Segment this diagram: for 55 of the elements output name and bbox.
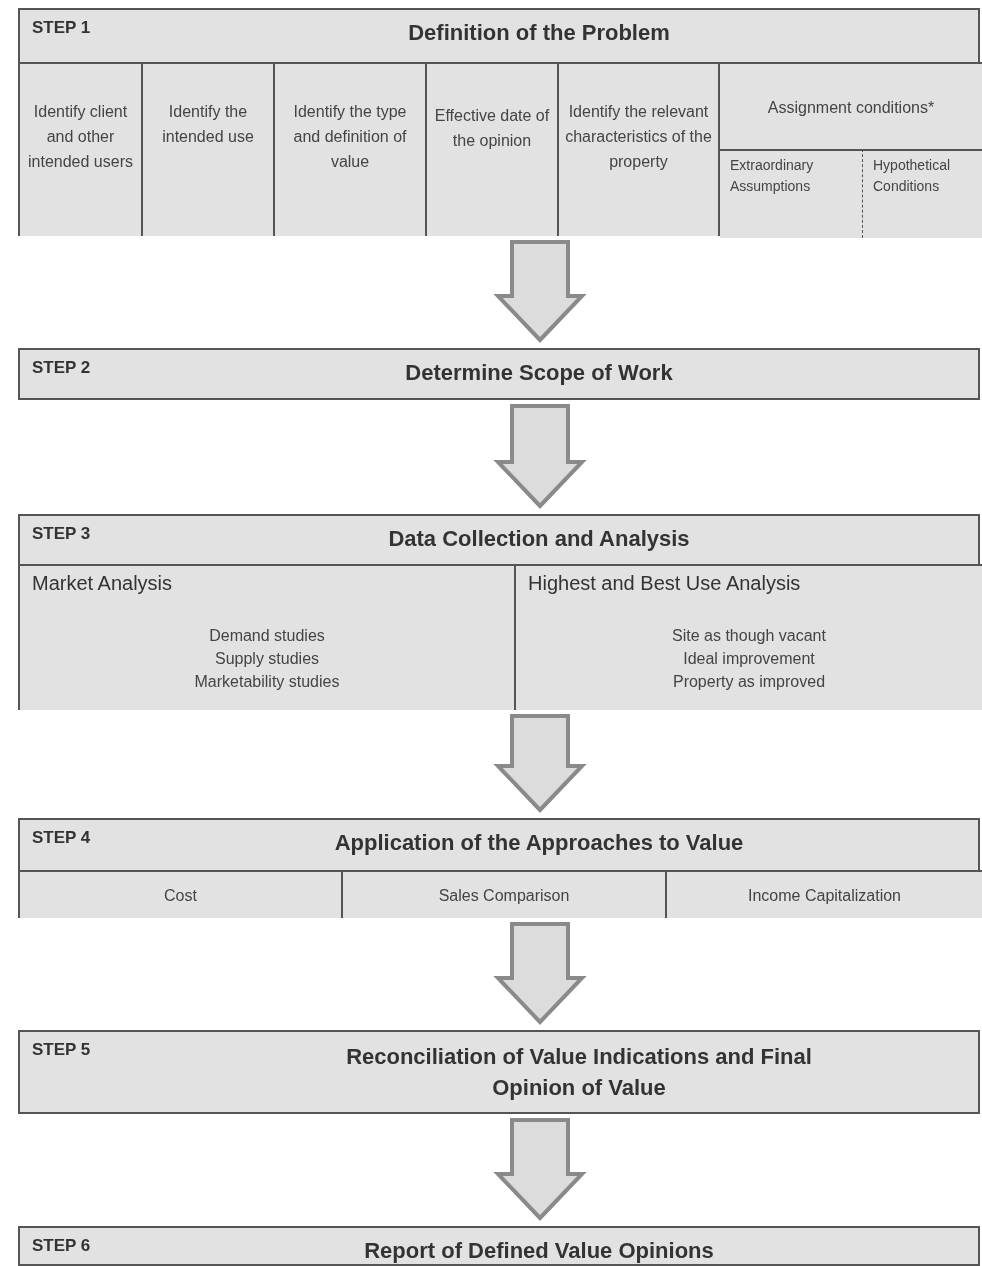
cell-text: Hypothetical Conditions [873,156,952,196]
panel-heading: Highest and Best Use Analysis [528,572,801,595]
block-arrow [493,404,587,509]
list-item: Property as improved [671,672,827,692]
step-label: STEP 3 [32,524,91,544]
block-arrow [493,714,587,813]
table-cell [141,62,273,236]
cell-text: Assignment conditions* [766,98,936,118]
cell-text: Extraordinary Assumptions [730,156,815,196]
cell-text: Identify client and other intended users [27,102,134,172]
step-title: Determine Scope of Work [404,360,674,386]
table-cell [425,62,557,236]
block-arrow [493,1118,587,1221]
table-cell [720,149,862,238]
step-label: STEP 6 [32,1236,91,1256]
list-item: Demand studies [208,626,326,646]
table-cell [665,870,982,918]
cell-text: Income Capitalization [747,886,902,906]
table-cell [273,62,425,236]
table-cell [862,149,982,238]
cell-text: Cost [163,886,198,906]
cell-text: Identify the intended use [161,102,255,147]
table-cell [20,870,341,918]
panel [514,564,982,710]
step-box [18,1030,980,1114]
cell-text: Identify the relevant characteristics of the property [564,102,713,172]
step-label: STEP 5 [32,1040,91,1060]
step-box [18,1226,980,1266]
step-box [18,514,980,710]
table-cell [341,870,665,918]
table-cell [20,62,141,236]
cell-text: Identify the type and definition of value [292,102,408,172]
step-title: Data Collection and Analysis [387,526,691,552]
table-cell [557,62,718,236]
list-item: Supply studies [213,649,321,669]
step-box [18,348,980,400]
step-title: Report of Defined Value Opinions [363,1238,715,1264]
step-title: Definition of the Problem [407,20,671,46]
step-box [18,818,980,918]
step-label: STEP 4 [32,828,91,848]
step-box [18,8,980,236]
cell-text: Effective date of the opinion [433,106,551,151]
block-arrow [493,922,587,1025]
list-item: Site as though vacant [671,626,827,646]
step-label: STEP 2 [32,358,91,378]
panel [20,564,514,710]
panel-heading: Market Analysis [32,572,173,595]
cell-text: Sales Comparison [437,886,571,906]
list-item: Ideal improvement [682,649,816,669]
list-item: Marketability studies [193,672,341,692]
step-title: Reconciliation of Value Indications and Final Opinion of Value [345,1043,813,1102]
step-label: STEP 1 [32,18,91,38]
block-arrow [493,240,587,343]
step-title: Application of the Approaches to Value [333,830,745,856]
table-cell [718,62,982,236]
